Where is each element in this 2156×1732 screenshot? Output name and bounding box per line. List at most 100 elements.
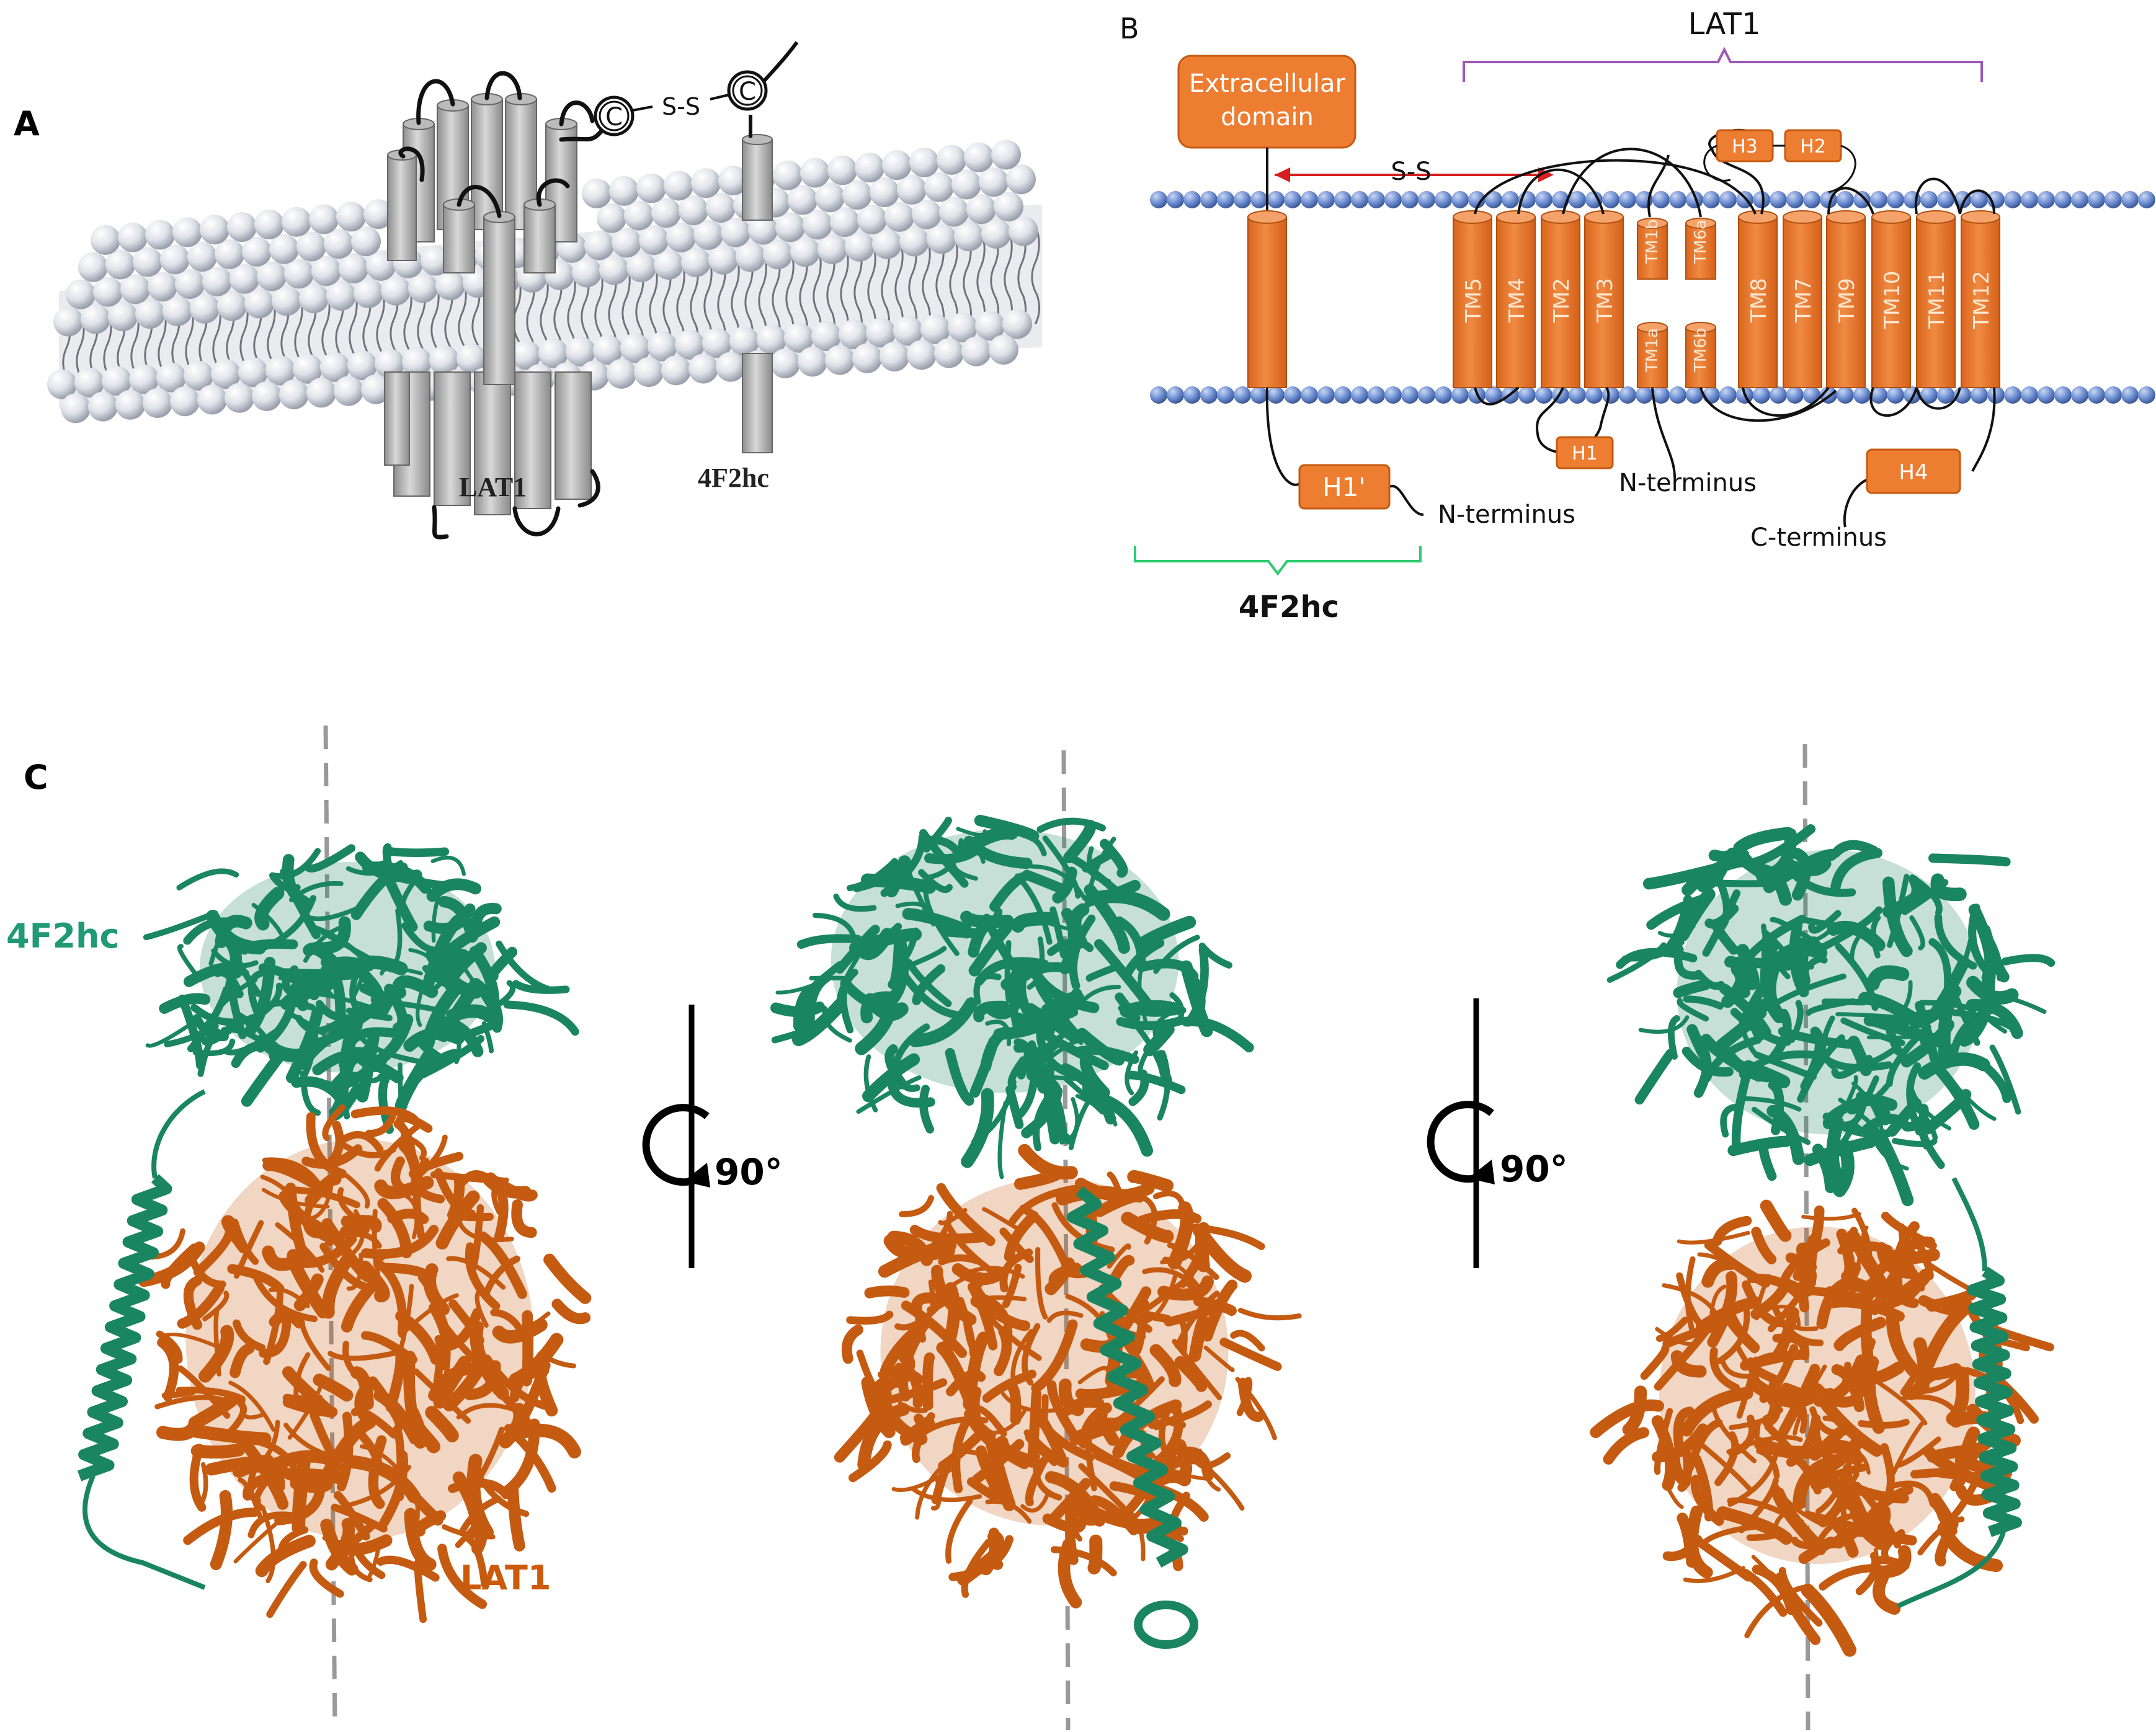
tm6a-label: TM6a [1691, 220, 1710, 264]
membrane-bead [1234, 191, 1251, 208]
membrane-bead [1368, 386, 1385, 404]
membrane-bead [1451, 191, 1469, 208]
half-helices: TM1b TM6a TM1a TM6b [1637, 218, 1716, 388]
lipid-head [991, 140, 1021, 170]
membrane-bead [1435, 386, 1452, 404]
lipid-head [361, 374, 391, 404]
4f2hc-ectodomain-view-2 [770, 814, 1254, 1179]
membrane-bead [1753, 386, 1770, 404]
membrane-bead [1317, 191, 1335, 208]
membrane-bead [1334, 386, 1352, 404]
lipid-head [948, 313, 978, 343]
lipid-head [88, 391, 118, 422]
membrane-bead [2038, 386, 2055, 404]
lipid-head [924, 172, 954, 202]
membrane-bead [1971, 191, 1988, 208]
lipid-head [160, 244, 190, 275]
lipid-head [457, 344, 486, 374]
membrane-bead [1602, 386, 1619, 404]
panel-a: A [14, 41, 1042, 540]
lipid-head [347, 350, 377, 381]
lipid-head [721, 217, 751, 247]
4f2hc-label-a: 4F2hc [698, 463, 769, 493]
n-terminus-4f2hc: N-terminus [1438, 500, 1575, 529]
lipid-head [175, 269, 205, 300]
lat1-label-a: LAT1 [459, 472, 527, 502]
lipid-head [693, 220, 723, 250]
membrane-bead [1250, 191, 1268, 208]
lipid-head [1006, 164, 1036, 195]
membrane-bead [1334, 191, 1352, 208]
membrane-bead [1535, 386, 1552, 404]
lipid-head [339, 254, 368, 284]
lipid-head [187, 242, 217, 272]
membrane-bead [1200, 386, 1218, 404]
membrane-bead [1887, 191, 1904, 208]
lipid-head [582, 178, 612, 208]
membrane-bead [1636, 386, 1653, 404]
membrane-bead [1384, 386, 1402, 404]
tm-helix-tm9: TM9 [1826, 210, 1866, 388]
membrane-bead [2021, 386, 2038, 404]
lipid-head [927, 224, 956, 254]
lipid-head [651, 198, 681, 228]
membrane-bead [1234, 386, 1251, 404]
lipid-head [609, 175, 639, 206]
lipid-head [964, 142, 994, 172]
tm-helix-tm3: TM3 [1584, 210, 1624, 388]
lipid-head [597, 203, 626, 233]
lipid-head [688, 353, 718, 384]
membrane-bead [1937, 191, 1954, 208]
membrane-bead [1803, 386, 1820, 404]
membrane-bead [1217, 386, 1234, 404]
tm-helix-tm10: TM10 [1871, 210, 1911, 388]
lipid-head [93, 277, 123, 307]
lipid-head [81, 304, 110, 334]
tm-helix-tm2: TM2 [1541, 210, 1580, 388]
membrane-bead [2121, 386, 2139, 404]
panel-b: B LAT1 4F2hc Extracellular domain S-S [1120, 7, 2155, 624]
lipid-head [282, 207, 311, 237]
membrane-bead [1853, 386, 1871, 404]
tm-label: TM8 [1747, 278, 1771, 323]
h3-label: H3 [1732, 136, 1758, 158]
lipid-head [254, 209, 284, 239]
membrane-bead [2054, 191, 2072, 208]
membrane-bead [2138, 386, 2155, 404]
tm-helix-tm8: TM8 [1738, 210, 1778, 388]
lipid-head [790, 237, 820, 267]
tm6b-label: TM6b [1691, 328, 1710, 373]
membrane-bead [1485, 386, 1502, 404]
lipid-head [961, 336, 991, 366]
membrane-bead [1652, 386, 1670, 404]
membrane-bead [1502, 191, 1519, 208]
lipid-head [716, 352, 746, 382]
membrane-bead [2088, 191, 2105, 208]
4f2hc-tm-helix-view-2 [1066, 1186, 1188, 1568]
lipid-head [966, 194, 996, 224]
h4-label: H4 [1899, 460, 1928, 485]
lipid-head [784, 322, 814, 353]
tm-helix-tm4: TM4 [1496, 210, 1536, 388]
membrane-bead [1786, 191, 1804, 208]
lipid-head [1002, 309, 1032, 339]
rotation-label-1: 90° [715, 1151, 783, 1193]
lipid-head [269, 234, 299, 264]
ss-bond-arrow: S-S [1275, 158, 1554, 186]
membrane-bead [2021, 191, 2038, 208]
membrane-bead [1803, 191, 1820, 208]
membrane-bead [1167, 386, 1184, 404]
lipid-head [375, 349, 404, 379]
lat1-label-c: LAT1 [460, 1558, 551, 1597]
membrane-bead [2121, 191, 2139, 208]
membrane-bead-row-top [1150, 191, 2155, 208]
lipid-head [293, 353, 323, 384]
lipid-head [803, 210, 832, 240]
lipid-head [172, 217, 202, 247]
h2-box: H2 [1703, 129, 1856, 193]
tm-label: TM4 [1505, 278, 1530, 323]
membrane-bead [1468, 191, 1486, 208]
membrane-bead [2004, 386, 2021, 404]
lipid-head [584, 230, 614, 260]
lipid-head [691, 168, 721, 198]
